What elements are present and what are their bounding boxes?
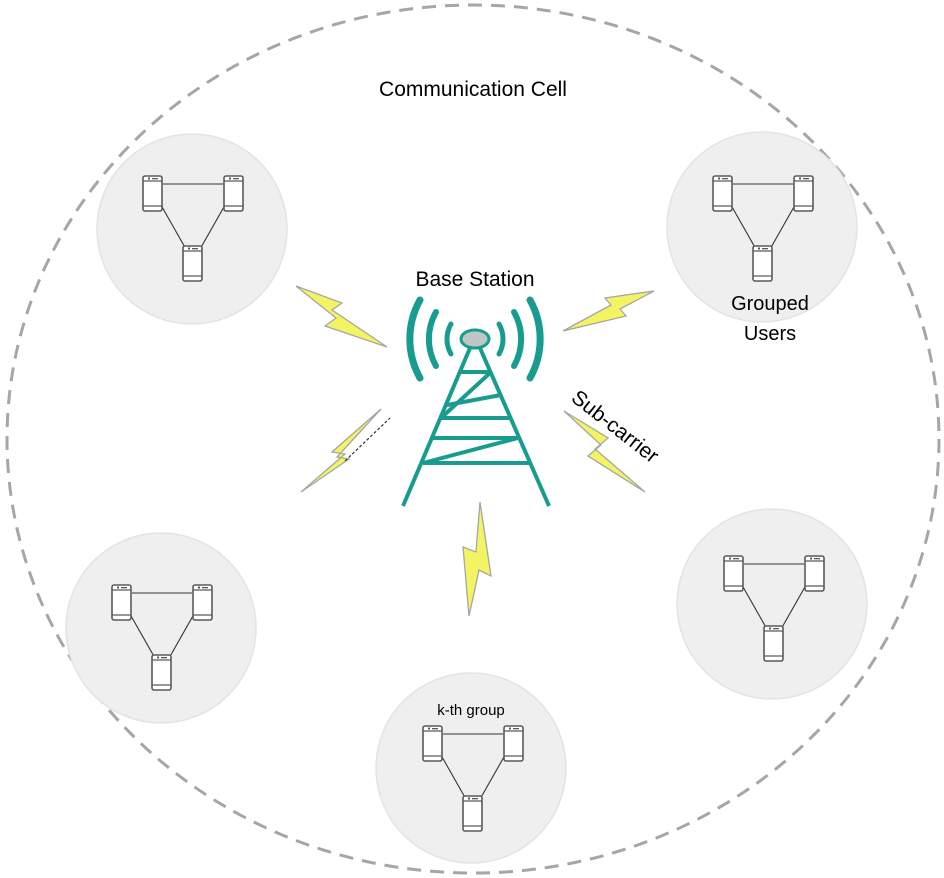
cell-tower-icon [401,296,551,507]
lightning-bolt-icon [563,410,646,493]
grouped-users-label-line1: Grouped [731,293,809,315]
grouped-users-label-line2: Users [744,323,796,345]
lightning-bolt-icon [562,290,655,332]
user-group-kth: k-th group [375,672,567,864]
kth-group-label: k-th group [437,702,505,719]
user-group-top-right: Grouped Users [666,131,858,345]
user-group-top-left [96,133,288,325]
cell-title: Communication Cell [379,78,567,101]
lightning-bolt-icon [462,501,492,617]
communication-cell-boundary [5,3,941,875]
lightning-bolt-icon [295,285,388,348]
user-group-bottom-left [65,532,257,724]
base-station-label: Base Station [415,268,534,291]
user-group-bottom-right [676,508,868,700]
lightning-bolt-icon [300,408,391,493]
